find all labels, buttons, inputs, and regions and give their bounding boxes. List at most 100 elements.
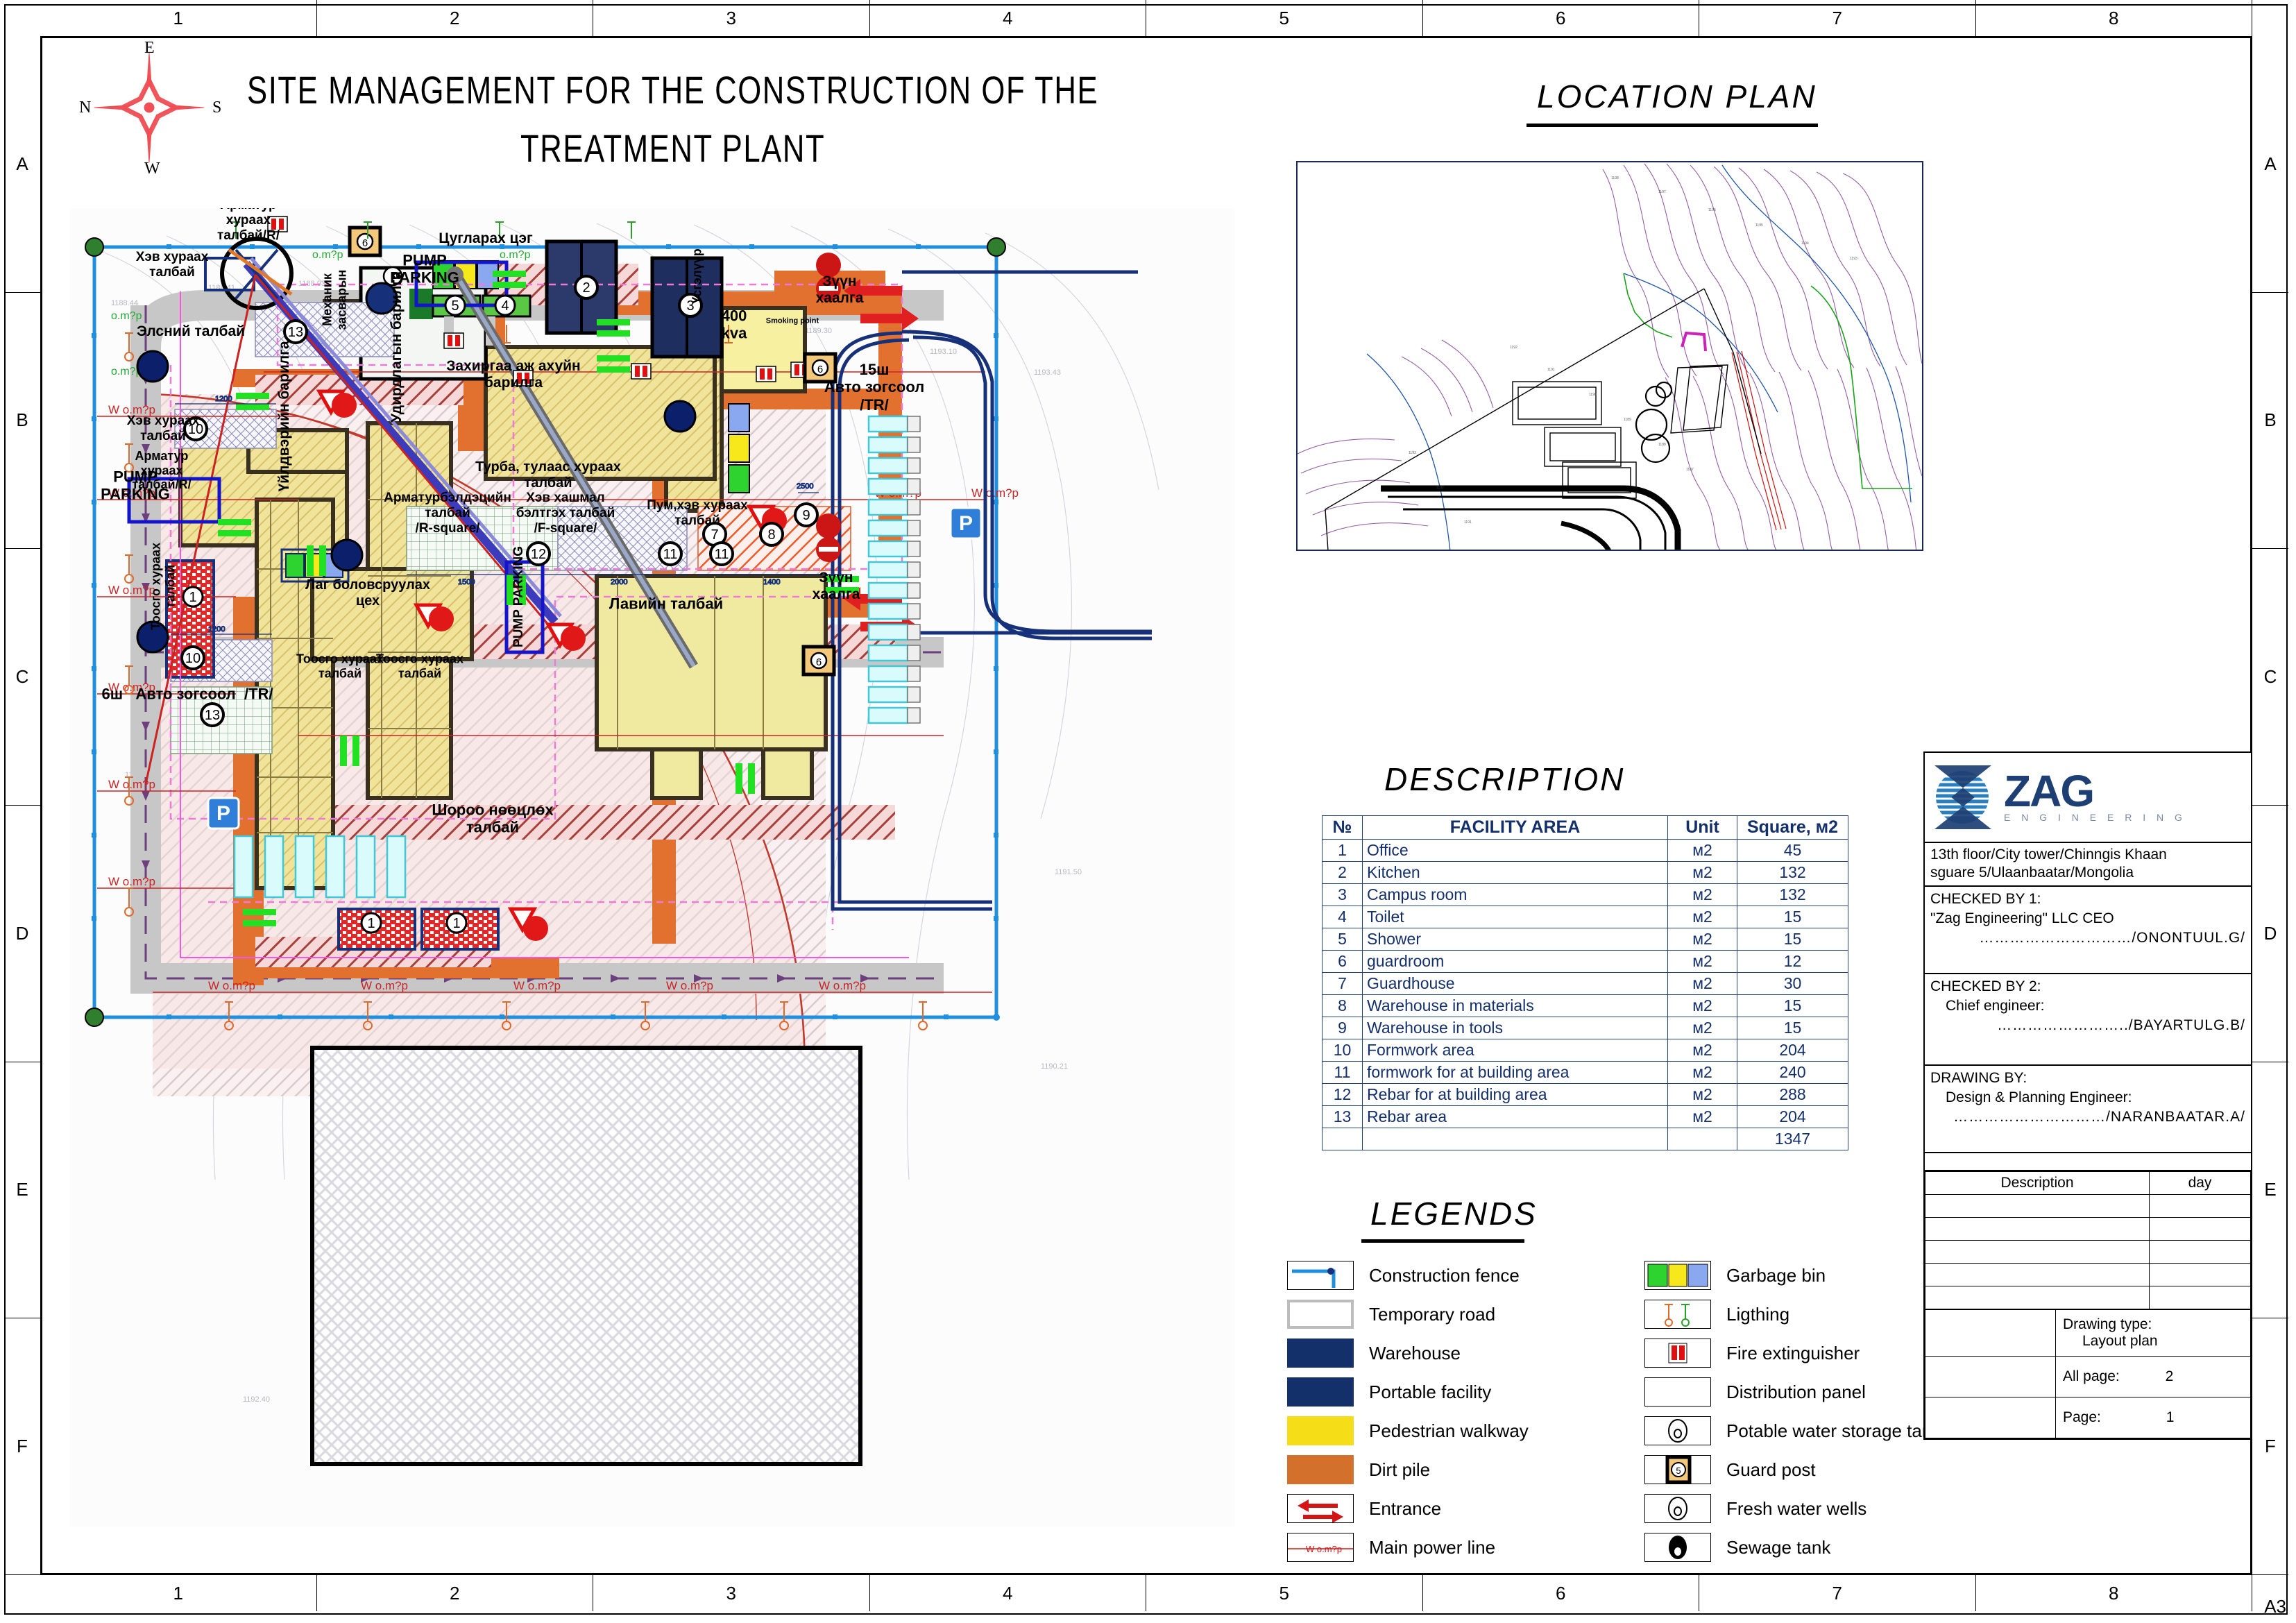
- all-page-value: 2: [2165, 1368, 2174, 1384]
- legend-item: Temporary road: [1287, 1295, 1529, 1334]
- plan-label: Цугларах цэг: [439, 230, 533, 246]
- svg-text:9: 9: [802, 508, 810, 523]
- water-well-icon: [1644, 1494, 1711, 1523]
- svg-text:1500: 1500: [458, 578, 475, 586]
- revision-desc-cell[interactable]: [1925, 1239, 2150, 1264]
- description-cell-facility: Rebar for at building area: [1362, 1083, 1668, 1106]
- legend-item: Dirt pile: [1287, 1450, 1529, 1489]
- all-page-blank: [1925, 1355, 2056, 1397]
- description-cell-unit: м2: [1667, 1039, 1737, 1062]
- description-total-row: 1347: [1322, 1128, 1848, 1150]
- drawing-by-signature: …………………………/NARANBAATAR.A/: [1953, 1109, 2245, 1125]
- description-cell-square: 15: [1737, 928, 1848, 951]
- plan-label: Арматур хураах талбай/R/: [132, 448, 192, 492]
- legend-item: Portable facility: [1287, 1373, 1529, 1411]
- description-cell-unit: м2: [1667, 1017, 1737, 1039]
- description-cell-no: 3: [1322, 883, 1363, 906]
- description-cell-facility: Shower: [1362, 928, 1668, 951]
- legend-item: Pedestrian walkway: [1287, 1411, 1529, 1450]
- parking-bays-east: [867, 415, 921, 724]
- svg-text:1196: 1196: [1708, 208, 1716, 212]
- revision-desc-cell[interactable]: [1925, 1285, 2150, 1309]
- revision-day-cell[interactable]: [2149, 1239, 2251, 1264]
- revision-desc-cell[interactable]: [1925, 1216, 2150, 1241]
- portable-swatch: [1287, 1377, 1354, 1407]
- svg-text:1198: 1198: [1611, 176, 1619, 180]
- checked-by-2-section: CHECKED BY 2: Chief engineer: ……………………..…: [1925, 974, 2251, 1066]
- revision-header-row: Description day: [1925, 1171, 2251, 1195]
- revision-desc-cell[interactable]: [1925, 1262, 2150, 1286]
- svg-text:1200: 1200: [208, 625, 225, 634]
- drawing-by-role: Design & Planning Engineer:: [1946, 1089, 2132, 1105]
- revision-desc-cell[interactable]: [1925, 1193, 2150, 1218]
- revision-day-cell[interactable]: [2149, 1285, 2251, 1309]
- company-address: 13th floor/City tower/Chinngis Khaan sgu…: [1925, 843, 2251, 887]
- svg-text:11: 11: [663, 547, 678, 562]
- plan-label: PUMP PARKING: [390, 251, 459, 287]
- location-plan-title: LOCATION PLAN: [1537, 78, 1817, 114]
- svg-text:10: 10: [188, 422, 203, 437]
- sheet-format-label: A3: [2264, 1596, 2286, 1617]
- page-blank: [1925, 1396, 2056, 1438]
- svg-text:1197: 1197: [1658, 190, 1666, 194]
- svg-text:1192.40: 1192.40: [243, 1395, 270, 1404]
- zone-marker-right-D: D: [2252, 806, 2288, 1062]
- svg-text:1191: 1191: [1464, 520, 1472, 525]
- svg-text:W о.m?р: W о.m?р: [361, 979, 408, 992]
- svg-text:1192: 1192: [1510, 346, 1517, 350]
- svg-text:5: 5: [451, 298, 459, 314]
- description-cell-square: 30: [1737, 972, 1848, 995]
- legend-label: Main power line: [1369, 1536, 1496, 1558]
- svg-text:1195: 1195: [1755, 223, 1763, 228]
- plan-label: Хэв хураах талбай: [135, 250, 209, 280]
- svg-text:5: 5: [1676, 1465, 1681, 1476]
- plan-label: Механик засварын: [320, 269, 348, 330]
- zone-marker-right-A: A: [2252, 36, 2288, 293]
- svg-text:W о.m?р: W о.m?р: [108, 486, 155, 500]
- plan-label: Тоосго хураах талбай: [296, 652, 384, 680]
- revision-table: Description day: [1925, 1171, 2251, 1309]
- zag-logo-icon: [1934, 765, 1991, 829]
- description-cell-facility: Warehouse in tools: [1362, 1017, 1668, 1039]
- revision-day-cell[interactable]: [2149, 1216, 2251, 1241]
- zone-marker-right-E: E: [2252, 1062, 2288, 1319]
- zone-marker-bottom-6: 6: [1423, 1575, 1699, 1611]
- description-cell-unit: м2: [1667, 839, 1737, 862]
- zone-marker-left-A: A: [4, 36, 40, 293]
- drawing-by-title: DRAWING BY:: [1930, 1069, 2027, 1086]
- svg-text:P: P: [959, 512, 973, 535]
- description-cell-unit: м2: [1667, 1105, 1737, 1128]
- warehouse-swatch: [1287, 1339, 1354, 1368]
- svg-text:W о.m?р: W о.m?р: [108, 403, 155, 416]
- zone-marker-top-3: 3: [593, 0, 870, 36]
- compass-label-left: N: [79, 99, 92, 117]
- description-cell-facility: Guardhouse: [1362, 972, 1668, 995]
- compass-rose: E N S W: [79, 39, 221, 178]
- checked-by-2-title: CHECKED BY 2:: [1930, 978, 2041, 994]
- all-page-label: All page:: [2063, 1368, 2120, 1384]
- plan-label: Лавийн талбай: [609, 595, 724, 613]
- water-tank-icon: [1644, 1416, 1711, 1445]
- description-cell-square: 15: [1737, 994, 1848, 1017]
- checked-by-1-section: CHECKED BY 1: "Zag Engineering" LLC CEO …: [1925, 887, 2251, 974]
- zone-marker-top-1: 1: [40, 0, 317, 36]
- revision-day-cell[interactable]: [2149, 1193, 2251, 1218]
- zone-marker-left-E: E: [4, 1062, 40, 1319]
- svg-text:2000: 2000: [611, 578, 627, 586]
- svg-text:1189: 1189: [1624, 418, 1631, 422]
- svg-text:1193.10: 1193.10: [930, 348, 957, 356]
- svg-text:1190.21: 1190.21: [1041, 1062, 1068, 1071]
- description-cell-no: 8: [1322, 994, 1363, 1017]
- zone-marker-bottom-7: 7: [1699, 1575, 1976, 1611]
- svg-text:13: 13: [288, 325, 303, 340]
- description-cell-no: 2: [1322, 861, 1363, 884]
- description-cell-no: 11: [1322, 1061, 1363, 1084]
- revision-day-cell[interactable]: [2149, 1262, 2251, 1286]
- svg-text:W о.m?р: W о.m?р: [108, 584, 155, 597]
- description-cell-facility: Office: [1362, 839, 1668, 862]
